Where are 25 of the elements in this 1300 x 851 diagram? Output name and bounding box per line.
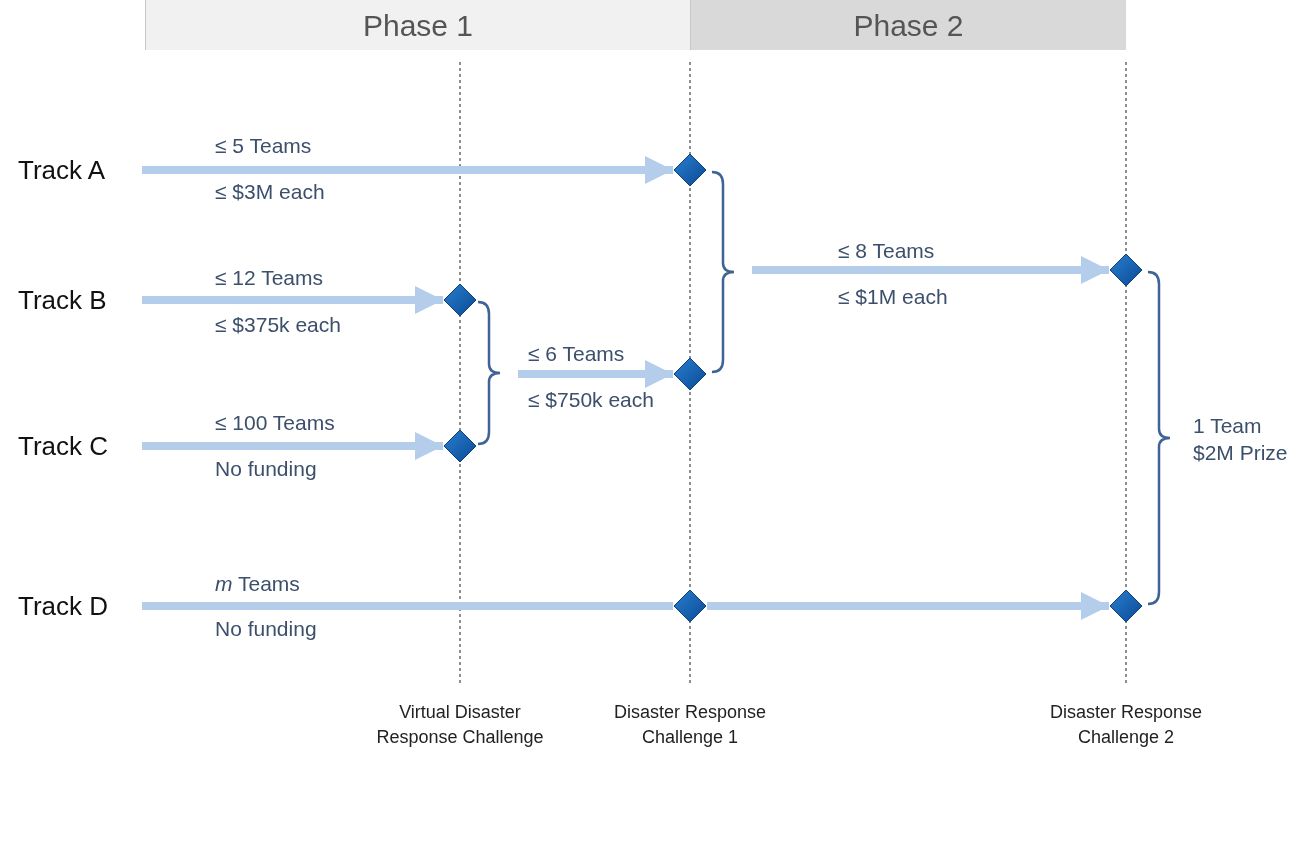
annotation-text: ≤ 5 Teams — [215, 133, 312, 159]
annotation-text: No funding — [215, 616, 317, 642]
annotation-text: 1 Team $2M Prize — [1193, 413, 1289, 466]
milestone-caption: Virtual Disaster Response Challenge — [375, 701, 545, 749]
track-label: Track D — [18, 589, 109, 623]
annotation-text: ≤ $750k each — [528, 387, 654, 413]
milestone-caption: Disaster Response Challenge 1 — [612, 701, 768, 749]
annotation-text: ≤ 8 Teams — [838, 238, 935, 264]
annotation-text: ≤ 100 Teams — [215, 410, 335, 436]
annotation-text: ≤ 12 Teams — [215, 265, 324, 291]
track-label: Track C — [18, 429, 109, 463]
annotation-text: ≤ $1M each — [838, 284, 948, 310]
track-label: Track B — [18, 283, 107, 317]
annotation-text: ≤ $3M each — [215, 179, 325, 205]
flow-arrow — [707, 592, 1109, 620]
annotation-text: No funding — [215, 456, 317, 482]
milestone-caption: Disaster Response Challenge 2 — [1048, 701, 1204, 749]
phase-band — [145, 0, 690, 50]
annotation-text: ≤ $375k each — [215, 312, 341, 338]
phase-title: Phase 1 — [362, 7, 474, 44]
annotation-text: m Teams — [215, 571, 300, 597]
annotation-text: ≤ 6 Teams — [528, 341, 625, 367]
phase-title: Phase 2 — [853, 7, 964, 44]
track-label: Track A — [18, 153, 106, 187]
phase-band — [690, 0, 1126, 50]
